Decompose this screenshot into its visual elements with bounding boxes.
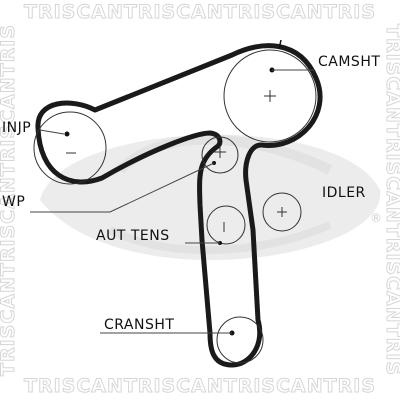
label-camshaft: CAMSHT	[318, 54, 380, 70]
watermark-text-bottom: TRISCANTRISCANTRISCANTRIS	[24, 375, 376, 397]
auto-tensioner-pulley-rim	[206, 205, 246, 245]
injection-pump-timing-mark	[64, 131, 70, 137]
injection-pump-pulley	[33, 111, 107, 185]
injection-pump-leader	[39, 129, 65, 135]
label-injection-pump: INJP	[2, 120, 31, 136]
label-water-pump: WP	[2, 194, 25, 210]
watermark-text-right: TRISCANTRISCANTRISCANTRIS	[382, 24, 400, 376]
water-pump-pulley-rim	[201, 136, 239, 174]
camshaft-pulley	[223, 39, 317, 143]
watermark-logo-swoosh-2	[108, 221, 332, 255]
camshaft-belt-mark	[278, 39, 282, 50]
timing-belt	[35, 43, 323, 368]
injection-pump-pulley-rim	[33, 111, 107, 185]
watermark-text-left: TRISCANTRISCANTRISCANTRIS	[0, 24, 19, 376]
water-pump-leader	[30, 162, 215, 213]
crankshaft-pulley-rim	[216, 316, 264, 364]
watermark-text-top: TRISCANTRISCANTRISCANTRIS	[24, 1, 376, 23]
camshaft-pulley-rim	[223, 49, 317, 143]
camshaft-center-cross	[264, 90, 276, 102]
idler-center-cross	[277, 207, 287, 217]
label-idler: IDLER	[322, 185, 366, 201]
idler-pulley	[262, 192, 302, 232]
idler-pulley-rim	[262, 192, 302, 232]
crankshaft-pulley	[216, 316, 264, 364]
label-crankshaft: CRANSHT	[104, 317, 174, 333]
label-auto-tensioner: AUT TENS	[96, 228, 170, 244]
water-pump-center-cross	[214, 146, 226, 158]
leader-lines	[30, 69, 314, 334]
watermark-registered-mark: ®	[370, 211, 382, 225]
